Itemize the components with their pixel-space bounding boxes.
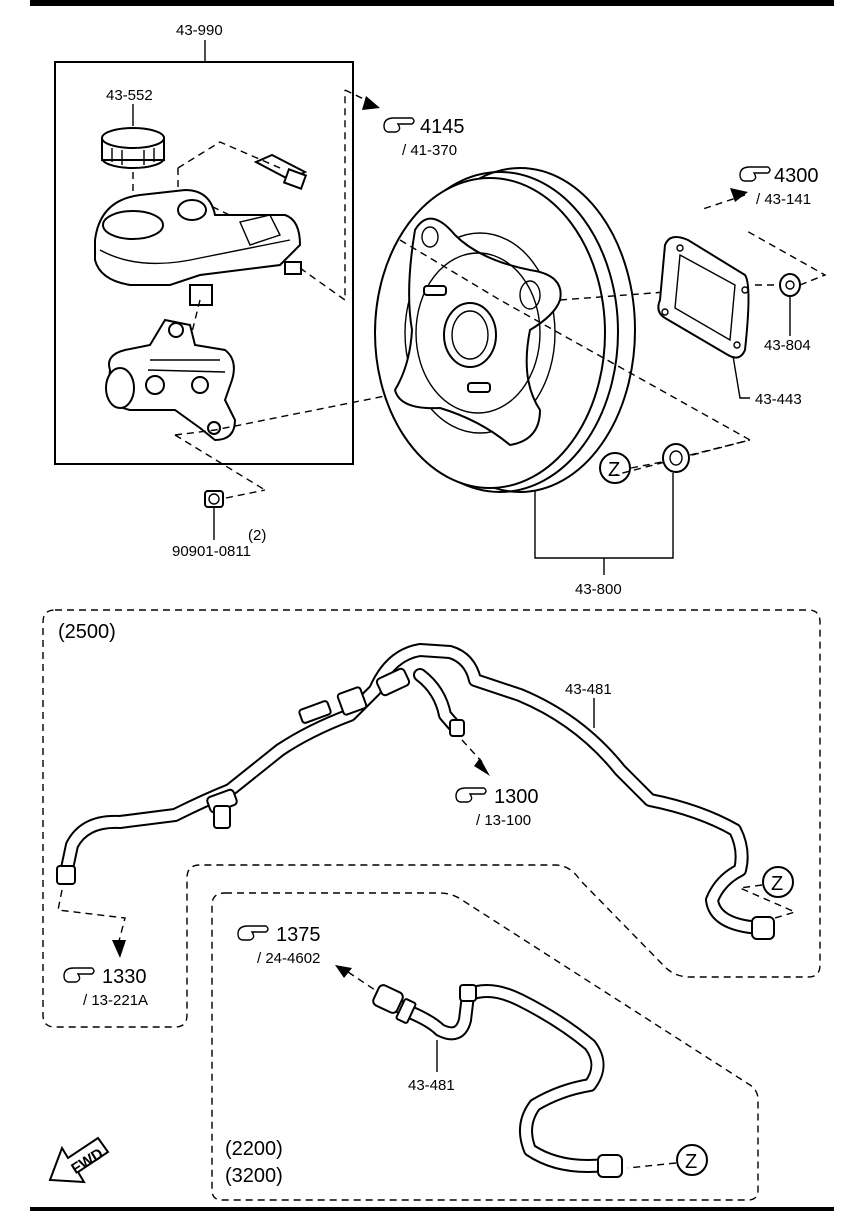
svg-text:/ 13-221A: / 13-221A <box>83 992 148 1009</box>
booster-grommet[interactable] <box>662 443 690 473</box>
svg-text:4145: 4145 <box>420 116 465 138</box>
svg-text:/ 43-141: / 43-141 <box>756 191 811 208</box>
svg-text:1375: 1375 <box>276 924 321 946</box>
reservoir[interactable] <box>94 188 302 306</box>
booster-bracket <box>534 473 674 559</box>
ref-4300[interactable]: 4300 / 43-141 <box>699 165 819 211</box>
part-label-43-481-upper[interactable]: 43-481 <box>565 681 612 698</box>
pointing-hand-icon <box>237 925 269 941</box>
pointing-hand-icon <box>455 787 487 803</box>
zone-2500-border <box>42 609 821 1028</box>
master-cylinder-nut[interactable] <box>204 490 224 508</box>
ref-1300[interactable]: 1300 / 13-100 <box>455 739 539 829</box>
zone-2200-label: (2200) <box>225 1138 283 1160</box>
svg-text:/ 41-370: / 41-370 <box>402 142 457 159</box>
connection-marker-z <box>676 1144 708 1176</box>
ref-4145[interactable]: 4145 / 41-370 <box>344 89 465 159</box>
booster-nut[interactable] <box>779 273 801 297</box>
svg-text:4300: 4300 <box>774 165 819 187</box>
ref-1375[interactable]: 1375 / 24-4602 <box>237 924 379 993</box>
reservoir-cap[interactable] <box>101 127 165 169</box>
svg-text:Z: Z <box>771 873 783 895</box>
vacuum-hose-2500[interactable] <box>56 643 775 940</box>
marker-z-text: Z <box>608 459 620 481</box>
part-label-43-552[interactable]: 43-552 <box>106 87 153 104</box>
pointing-hand-icon <box>739 166 771 182</box>
top-rule <box>30 0 834 6</box>
master-cylinder-body[interactable] <box>105 318 237 442</box>
zone-3200-label: (3200) <box>225 1165 283 1187</box>
pointing-hand-icon <box>63 967 95 983</box>
pointing-hand-icon <box>383 117 415 133</box>
brake-booster[interactable] <box>374 167 636 493</box>
nut-qty-label: (2) <box>248 527 266 544</box>
part-label-90901-0811[interactable]: 90901-0811 <box>172 543 251 560</box>
connection-marker-z <box>599 452 631 484</box>
part-label-43-481-lower[interactable]: 43-481 <box>408 1077 455 1094</box>
svg-text:Z: Z <box>685 1151 697 1173</box>
svg-text:/ 24-4602: / 24-4602 <box>257 950 320 967</box>
master-cylinder-box <box>54 61 354 465</box>
connection-marker-z <box>762 866 794 898</box>
master-cylinder-group: 43-990 43-552 <box>54 22 391 491</box>
svg-text:1330: 1330 <box>102 966 147 988</box>
part-label-43-443[interactable]: 43-443 <box>755 391 802 408</box>
vacuum-hose-2200-3200[interactable] <box>372 984 623 1178</box>
level-sensor[interactable] <box>253 153 308 190</box>
bottom-rule <box>30 1207 834 1211</box>
ref-1330[interactable]: 1330 / 13-221A <box>57 889 148 1009</box>
part-label-43-800[interactable]: 43-800 <box>575 581 622 598</box>
svg-text:/ 13-100: / 13-100 <box>476 812 531 829</box>
svg-text:1300: 1300 <box>494 786 539 808</box>
zone-2500-label: (2500) <box>58 621 116 643</box>
gasket[interactable] <box>657 235 750 359</box>
part-label-43-990[interactable]: 43-990 <box>176 22 223 39</box>
part-label-43-804[interactable]: 43-804 <box>764 337 811 354</box>
fwd-arrow-icon: FWD <box>48 1136 110 1184</box>
